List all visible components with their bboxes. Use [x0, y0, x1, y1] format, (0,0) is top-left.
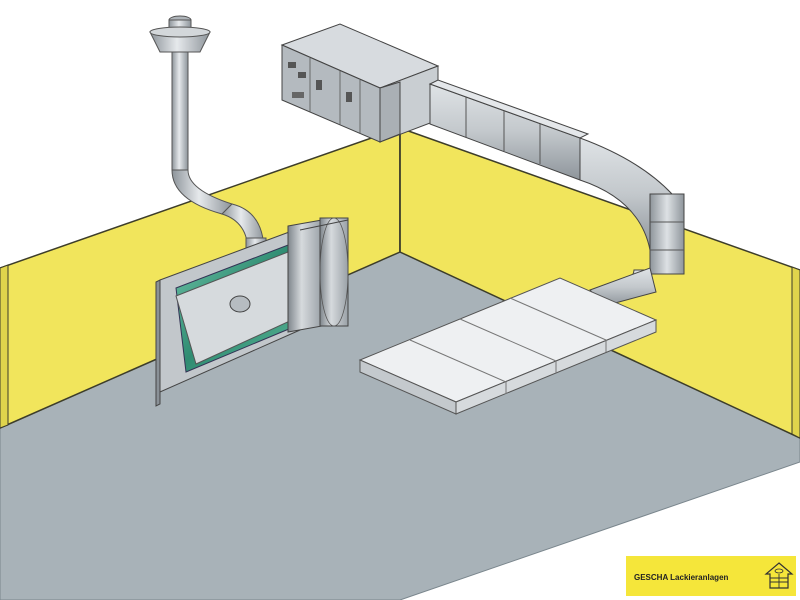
plenum-panels	[358, 277, 658, 415]
spray-booth-exhaust-unit	[155, 217, 349, 407]
booth-port	[229, 295, 251, 313]
gescha-logo-icon	[764, 562, 794, 589]
supply-duct	[428, 79, 685, 307]
air-handling-unit	[280, 23, 440, 143]
company-name: GESCHA Lackieranlagen	[634, 573, 729, 582]
brand-badge: GESCHA Lackieranlagen	[626, 556, 796, 596]
